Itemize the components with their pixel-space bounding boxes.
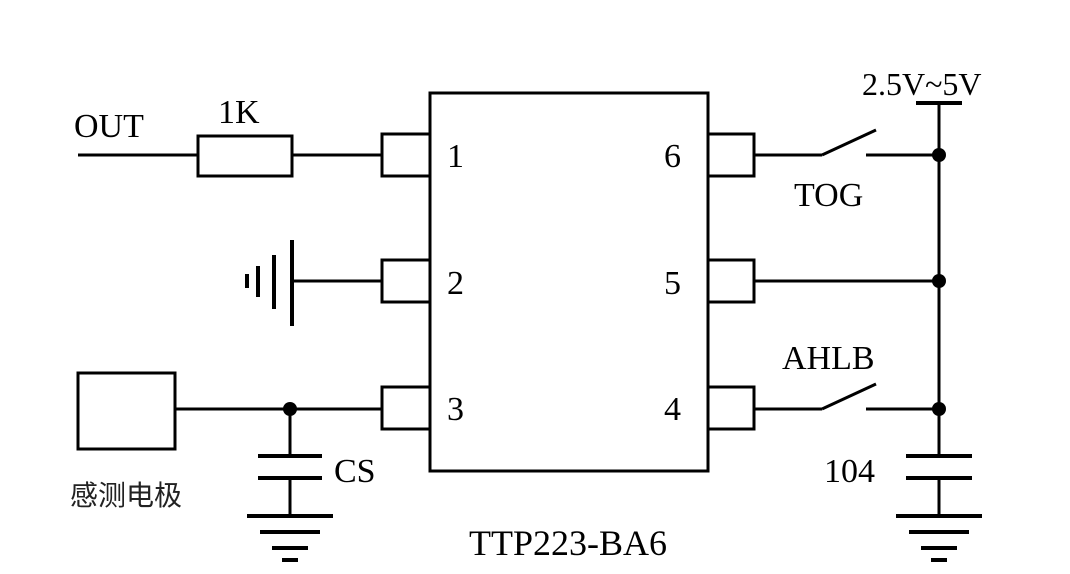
ground-symbol-cs xyxy=(247,514,333,562)
resistor-1k xyxy=(196,134,294,178)
pin-5-label: 5 xyxy=(664,265,681,302)
chip-name: TTP223-BA6 xyxy=(469,523,667,563)
cap-104-label: 104 xyxy=(824,453,875,490)
tog-switch-arm xyxy=(821,128,877,157)
junction-pin5 xyxy=(932,274,946,288)
cs-label: CS xyxy=(334,453,376,490)
sense-electrode xyxy=(76,371,177,451)
capacitor-104 xyxy=(906,454,972,480)
pin-4-pad xyxy=(706,385,756,431)
ahlb-switch-arm xyxy=(821,382,877,411)
pin-3-pad xyxy=(380,385,432,431)
pin-3-label: 3 xyxy=(447,391,464,428)
pin-2-pad xyxy=(380,258,432,304)
pin-6-pad xyxy=(706,132,756,178)
ground-symbol-pin2 xyxy=(245,240,294,326)
pin-4-label: 4 xyxy=(664,391,681,428)
resistor-label: 1K xyxy=(218,94,260,131)
junction-tog xyxy=(932,148,946,162)
junction-ahlb xyxy=(932,402,946,416)
out-label: OUT xyxy=(74,108,144,145)
supply-label: 2.5V~5V xyxy=(862,66,982,102)
pin-1-pad xyxy=(380,132,432,178)
pin-1-label: 1 xyxy=(447,138,464,175)
ahlb-label: AHLB xyxy=(782,340,875,377)
pin-2-label: 2 xyxy=(447,265,464,302)
pin-5-pad xyxy=(706,258,756,304)
ground-symbol-104 xyxy=(896,514,982,562)
pin-6-label: 6 xyxy=(664,138,681,175)
capacitor-cs xyxy=(258,454,322,480)
sense-electrode-label: 感测电极 xyxy=(70,479,182,512)
chip-body xyxy=(428,91,710,473)
tog-label: TOG xyxy=(794,177,863,214)
